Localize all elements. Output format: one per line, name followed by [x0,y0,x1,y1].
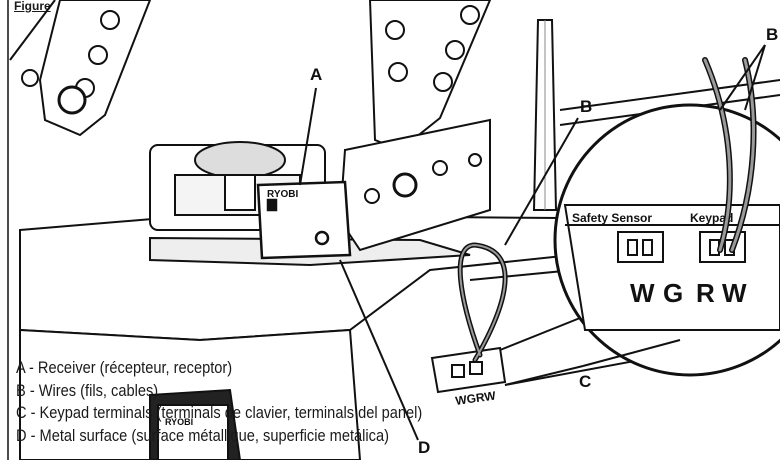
callout-c: C [579,372,591,391]
callout-a: A [310,65,322,84]
wires [457,57,757,363]
safety-sensor-label: Safety Sensor [572,211,652,225]
center-bracket [368,0,492,152]
keypad-label: Keypad [690,211,733,225]
legend-item-a: A - Receiver (récepteur, receptor) [16,358,233,377]
callout-b1: B [580,97,592,116]
small-terminal-block [430,346,507,394]
figure-label: Figure [14,0,51,13]
terminal-g: G [663,278,683,308]
legend: A - Receiver (récepteur, receptor) B - W… [16,357,422,447]
callout-b2: B [766,25,778,44]
legend-item-b: B - Wires (fils, cables) [16,380,159,400]
receiver-module [256,180,352,260]
left-bracket [9,0,152,137]
terminal-r: R [696,278,715,308]
leader-lines [299,44,766,441]
antenna [532,19,558,211]
mounting-plate [338,118,491,252]
receiver-brand: RYOBI [267,189,299,200]
terminal-w1: W [630,278,655,308]
legend-item-c: C - Keypad terminals (terminals de clavi… [16,403,423,422]
callout-d: D [418,438,430,457]
terminal-w2: W [722,278,747,308]
legend-item-d: D - Metal surface (surface métallique, s… [16,425,389,445]
small-terminal-text: WGRW [454,388,497,408]
motor-brand: RYOBI [165,417,193,427]
